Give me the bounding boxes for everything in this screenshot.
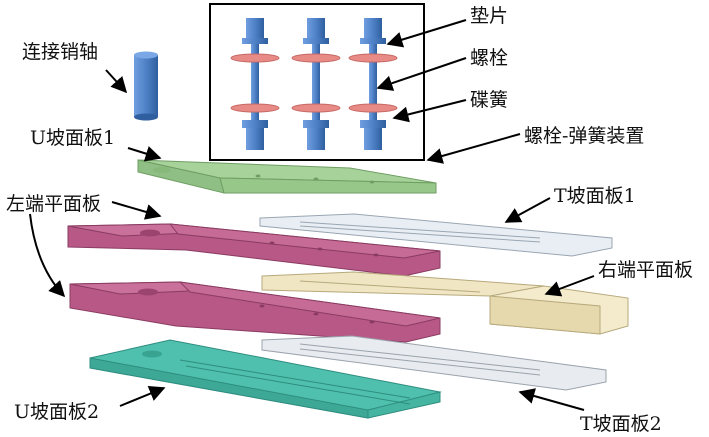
bolt-assembly-2 bbox=[291, 18, 341, 150]
arrow-disc-spring bbox=[392, 99, 467, 123]
arrow-t-plate-1 bbox=[504, 197, 551, 223]
label-t-plate-2: T坡面板2 bbox=[580, 413, 662, 435]
arrow-t-plate-2 bbox=[518, 388, 585, 411]
arrow-right-plate bbox=[544, 275, 595, 297]
arrow-gasket bbox=[386, 19, 467, 48]
label-right-flat-plate: 右端平面板 bbox=[598, 259, 693, 281]
arrow-connecting-pin bbox=[105, 69, 128, 94]
label-t-plate-1: T坡面板1 bbox=[554, 185, 636, 207]
arrow-left-plate-upper bbox=[111, 201, 162, 220]
label-connecting-pin: 连接销轴 bbox=[22, 41, 98, 63]
connecting-pin bbox=[134, 51, 158, 121]
t-slope-plate-1 bbox=[259, 213, 613, 257]
label-bolt-spring-device: 螺栓-弹簧装置 bbox=[524, 125, 644, 147]
disc-spring bbox=[348, 53, 398, 63]
arrow-left-plate-lower bbox=[29, 213, 66, 298]
u-slope-plate-2 bbox=[89, 339, 442, 419]
disc-spring bbox=[230, 103, 280, 113]
label-left-flat-plate: 左端平面板 bbox=[6, 193, 101, 215]
arrow-u-plate-2 bbox=[119, 386, 166, 407]
bolt-assembly-1 bbox=[230, 18, 280, 150]
left-flat-plate-upper bbox=[67, 223, 441, 277]
label-bolt: 螺栓 bbox=[470, 47, 508, 69]
disc-spring bbox=[291, 53, 341, 63]
label-gasket: 垫片 bbox=[470, 5, 508, 27]
t-slope-plate-2 bbox=[261, 335, 607, 391]
left-flat-plate-lower bbox=[69, 281, 441, 343]
arrow-bolt bbox=[376, 57, 467, 91]
disc-spring bbox=[230, 53, 280, 63]
arrow-u-plate-1 bbox=[127, 146, 162, 162]
arrow-bolt-spring-device bbox=[426, 133, 521, 164]
disc-spring bbox=[291, 103, 341, 113]
disc-spring bbox=[348, 103, 398, 113]
label-u-plate-1: U坡面板1 bbox=[30, 127, 115, 149]
u-slope-plate-1 bbox=[137, 159, 437, 194]
label-disc-spring: 碟簧 bbox=[470, 89, 508, 111]
bolt-assembly-3 bbox=[348, 18, 398, 150]
right-flat-plate bbox=[261, 271, 629, 335]
bolt-spring-device-frame bbox=[209, 3, 425, 161]
label-u-plate-2: U坡面板2 bbox=[14, 401, 99, 423]
